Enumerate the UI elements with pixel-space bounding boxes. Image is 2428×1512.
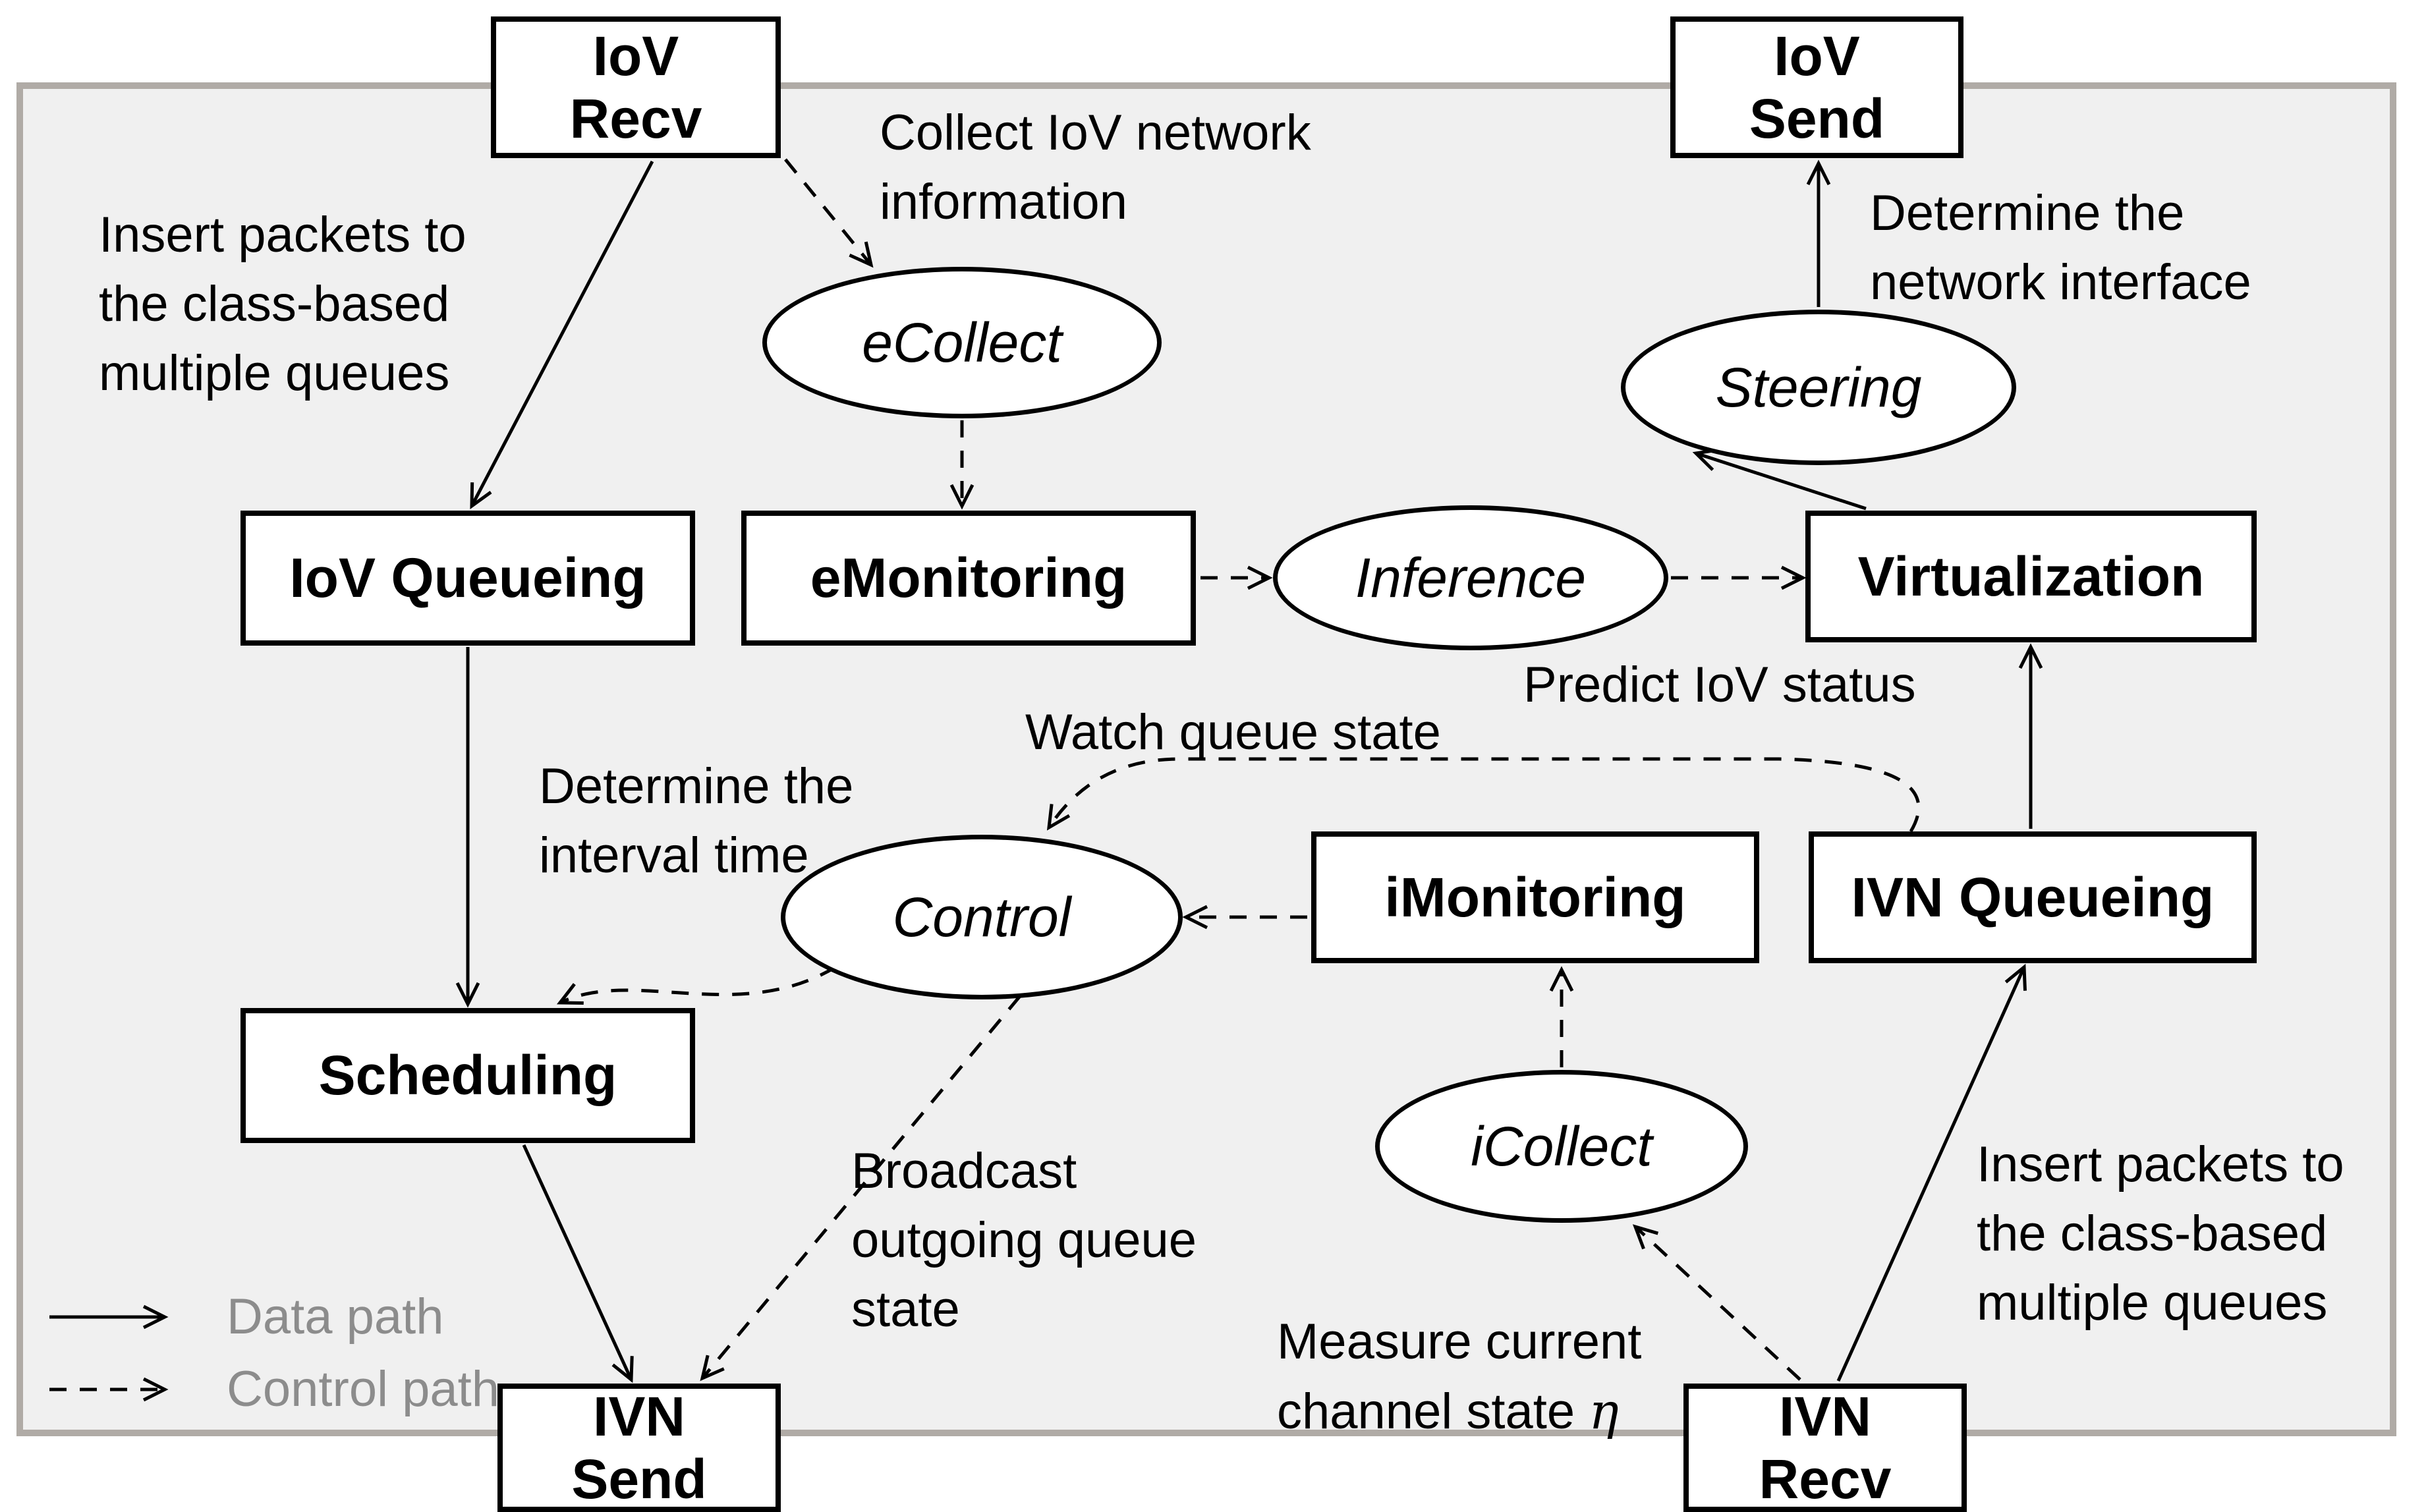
ctrl-iov-recv-to-ecollect [784,158,874,268]
ctrl-control-to-ivn-send-broadcast [700,995,1021,1382]
annotation-predict-iov-status: Predict IoV status [1523,657,1916,713]
annotation-determine-interval-time: Determine the interval time [539,758,854,883]
process-inference: Inference [1273,505,1668,650]
legend-data-path: Data path [46,1288,444,1345]
annotation-collect-iov-info: Collect IoV network information [880,105,1311,230]
box-virtualization: Virtualization [1805,511,2257,642]
ctrl-ivn-queueing-to-control-watch-queue [1046,757,1921,833]
arrow-ivn-recv-to-ivn-queueing [1836,963,2027,1382]
legend-data-path-label: Data path [227,1289,444,1345]
legend-control-path-label: Control path [227,1361,500,1417]
annotation-broadcast-outgoing-queue-state: Broadcast outgoing queue state [851,1143,1197,1337]
box-emonitoring: eMonitoring [741,511,1196,646]
box-iov-queueing: IoV Queueing [240,511,695,646]
annotation-insert-packets-left: Insert packets to the class-based multip… [99,207,466,401]
process-steering: Steering [1621,310,2016,465]
arrow-virtualization-to-steering [1692,448,1867,511]
box-scheduling: Scheduling [240,1008,695,1143]
box-ivn-queueing: IVN Queueing [1809,831,2257,963]
legend-control-path: Control path [46,1360,499,1418]
system-boundary-panel [16,82,2396,1436]
control-path-arrow-icon [49,1377,169,1401]
box-iov-recv: IoV Recv [491,16,781,158]
process-control: Control [781,835,1183,999]
ctrl-ivn-recv-to-icollect [1632,1224,1801,1381]
data-path-arrow-icon [49,1304,169,1329]
ctrl-control-to-scheduling [556,965,837,1005]
annotation-insert-packets-right: Insert packets to the class-based multip… [1977,1136,2344,1331]
box-iov-send: IoV Send [1670,16,1963,158]
arrow-iov-recv-to-iov-queueing [470,160,654,509]
annotation-determine-network-interface: Determine the network interface [1870,185,2251,310]
annotation-measure-channel-state: Measure current channel state η [1277,1308,1641,1447]
process-ecollect: eCollect [762,267,1162,418]
annotation-watch-queue-state: Watch queue state [1025,704,1441,760]
box-ivn-recv: IVN Recv [1683,1384,1967,1512]
arrow-scheduling-to-ivn-send [522,1144,634,1384]
eta-symbol: η [1589,1381,1619,1440]
process-icollect: iCollect [1375,1070,1748,1223]
box-imonitoring: iMonitoring [1311,831,1759,963]
annotation-measure-text: Measure current channel state [1277,1314,1642,1440]
box-ivn-send: IVN Send [497,1384,781,1512]
